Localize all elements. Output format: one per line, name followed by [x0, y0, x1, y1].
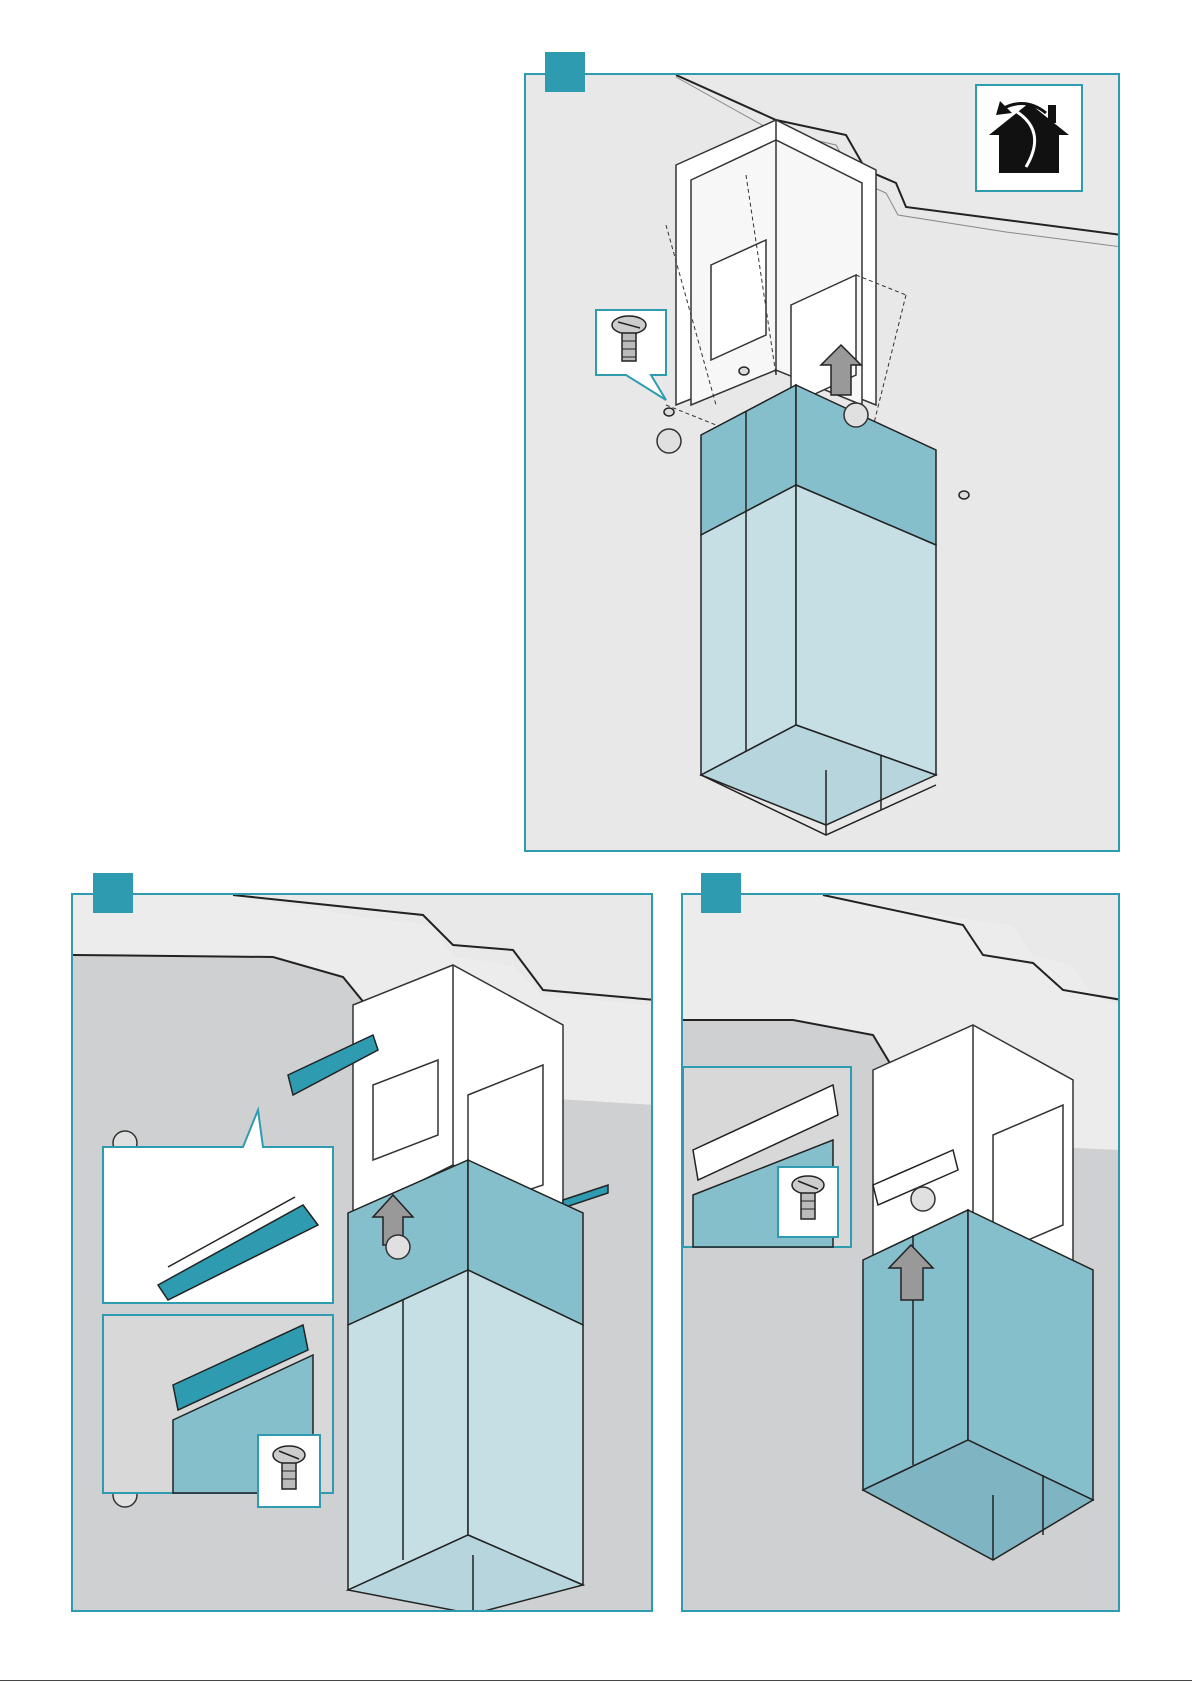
panel-step-2 [71, 893, 653, 1612]
panel-step-3 [681, 893, 1120, 1612]
bracket-detail [103, 1110, 333, 1303]
lower-duct [701, 485, 936, 835]
illustration-step-3 [683, 895, 1120, 1612]
callout-circle-1 [386, 1235, 410, 1259]
step-badge-2 [93, 873, 133, 913]
exhaust-mode-house-icon [976, 85, 1082, 191]
lower-duct [348, 1270, 583, 1612]
callout-circle-1 [911, 1187, 935, 1211]
callout-circle-1 [657, 429, 681, 453]
callout-circle-2 [844, 403, 868, 427]
screw-detail-icon [778, 1167, 838, 1237]
step-badge-3 [701, 873, 741, 913]
footer-rule [0, 1680, 1192, 1681]
step-badge-1 [545, 52, 585, 92]
screw-detail-icon [258, 1435, 320, 1507]
panel-step-1 [524, 73, 1120, 852]
illustration-step-2 [73, 895, 653, 1612]
illustration-step-1 [526, 75, 1120, 852]
